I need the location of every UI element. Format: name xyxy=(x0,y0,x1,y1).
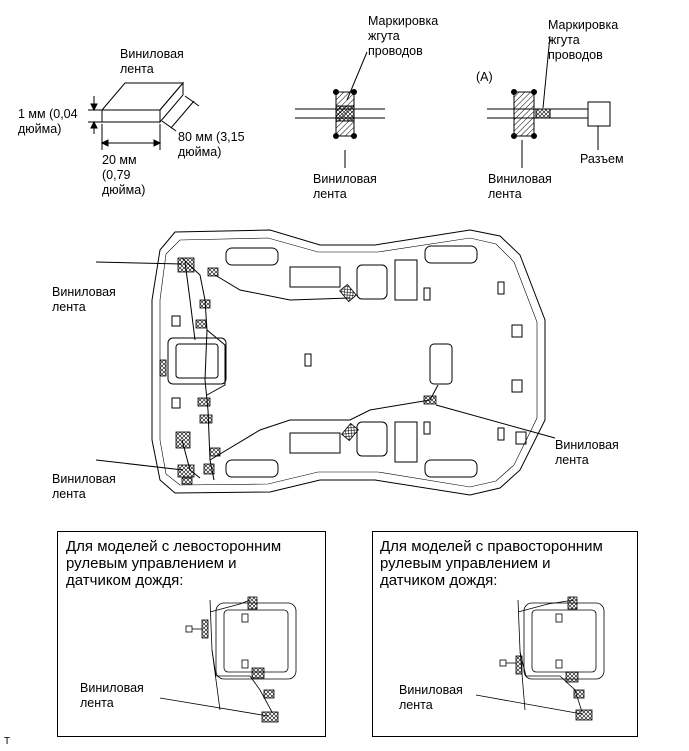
main-tape-label-2: Виниловая лента xyxy=(52,472,116,501)
marking-label-middle: Маркировка жгута проводов xyxy=(368,14,439,58)
main-tape-label-1: Виниловая лента xyxy=(52,285,116,314)
width-dimension-label: 20 мм (0,79 дюйма) xyxy=(102,153,146,197)
right-wrap-drawing xyxy=(487,35,611,168)
rhd-inset-title: Для моделей с правосторонним рулевым упр… xyxy=(380,538,603,589)
marking-label-right: Маркировка жгута проводов xyxy=(548,18,619,62)
headliner-outline xyxy=(151,229,546,496)
lhd-inset-title: Для моделей с левосторонним рулевым упра… xyxy=(66,538,282,589)
connector-label: Разъем xyxy=(580,152,624,166)
tape-dimension-drawing xyxy=(88,81,200,150)
footer-mark: T xyxy=(4,736,11,747)
length-dimension-label: 80 мм (3,15 дюйма) xyxy=(178,130,245,159)
main-tape-label-3: Виниловая лента xyxy=(555,438,619,467)
tape-label-right: Виниловая лента xyxy=(488,172,552,201)
rhd-tape-label: Виниловая лента xyxy=(399,683,463,712)
middle-wrap-drawing xyxy=(295,51,385,168)
lhd-tape-label: Виниловая лента xyxy=(80,681,144,710)
tape-label-middle: Виниловая лента xyxy=(313,172,377,201)
main-tapes xyxy=(159,257,437,485)
thickness-dimension-label: 1 мм (0,04 дюйма) xyxy=(18,107,78,136)
tape-label-top-left: Виниловая лента xyxy=(120,47,184,76)
main-leaders xyxy=(95,261,556,471)
callout-a-label: (A) xyxy=(476,70,493,84)
